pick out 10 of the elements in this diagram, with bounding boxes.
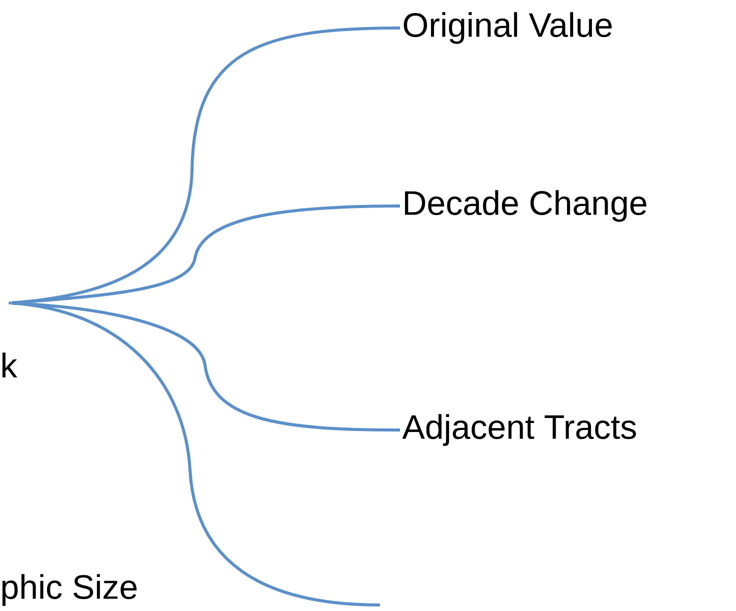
branch-label: Original Value [404,12,612,44]
branch-line [12,26,400,304]
branch-line [12,204,400,304]
branch-line [12,302,400,432]
branch-line [12,302,380,606]
cut-off-label: phic Size [2,574,137,606]
branch-label: Decade Change [405,190,646,222]
cut-off-label: k [2,352,18,378]
branch-root [8,302,12,304]
branch-label: Adjacent Tracts [402,414,636,446]
